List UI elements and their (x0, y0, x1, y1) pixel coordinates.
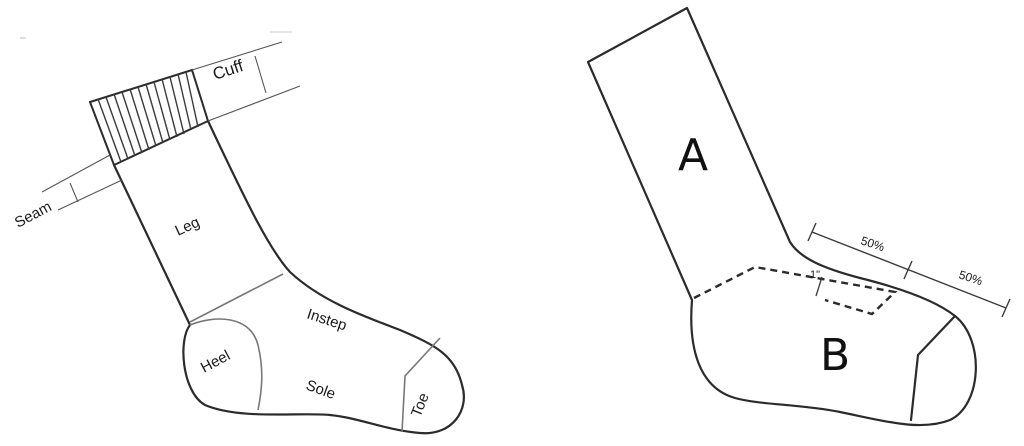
cuff-dimension-line (254, 55, 267, 94)
cuff-guide-bottom (207, 85, 301, 122)
region-a-label: A (678, 130, 708, 181)
seam-guide-1 (41, 154, 111, 193)
heel-label: Heel (198, 347, 233, 376)
measure-second-label: 50% (957, 268, 984, 289)
offset-marker-line (815, 276, 823, 297)
toe-seam-line (401, 337, 441, 433)
leg-label: Leg (173, 214, 203, 240)
heel-seam-line (189, 318, 263, 411)
sole-label: Sole (304, 377, 338, 403)
seam-dimension-line (69, 182, 79, 203)
cuff-ribbing (88, 68, 210, 167)
sock-construction-diagram: A B 50% 50% 1" (586, 6, 1011, 427)
cuff-label: Cuff (210, 56, 245, 84)
section-divider-dashed (693, 265, 898, 316)
leg-instep-line (189, 273, 284, 323)
sock-anatomy-diagram: Cuff Seam Leg Instep Heel Sole Toe (12, 31, 465, 435)
cuff-guide-top (191, 41, 283, 71)
toe-label: Toe (408, 391, 433, 420)
measure-tick-start (807, 222, 817, 242)
measure-first-label: 50% (859, 234, 886, 255)
seam-guide-2 (57, 179, 123, 211)
region-b-label: B (820, 330, 850, 381)
offset-label: 1" (810, 269, 820, 281)
measure-tick-mid (903, 260, 913, 280)
sock-outline (586, 6, 977, 427)
instep-label: Instep (305, 306, 349, 335)
measure-tick-end (1001, 298, 1011, 318)
seam-label: Seam (12, 198, 55, 231)
toe-line (909, 314, 957, 422)
sock-outline (112, 119, 465, 435)
measurement-line (807, 222, 1011, 318)
